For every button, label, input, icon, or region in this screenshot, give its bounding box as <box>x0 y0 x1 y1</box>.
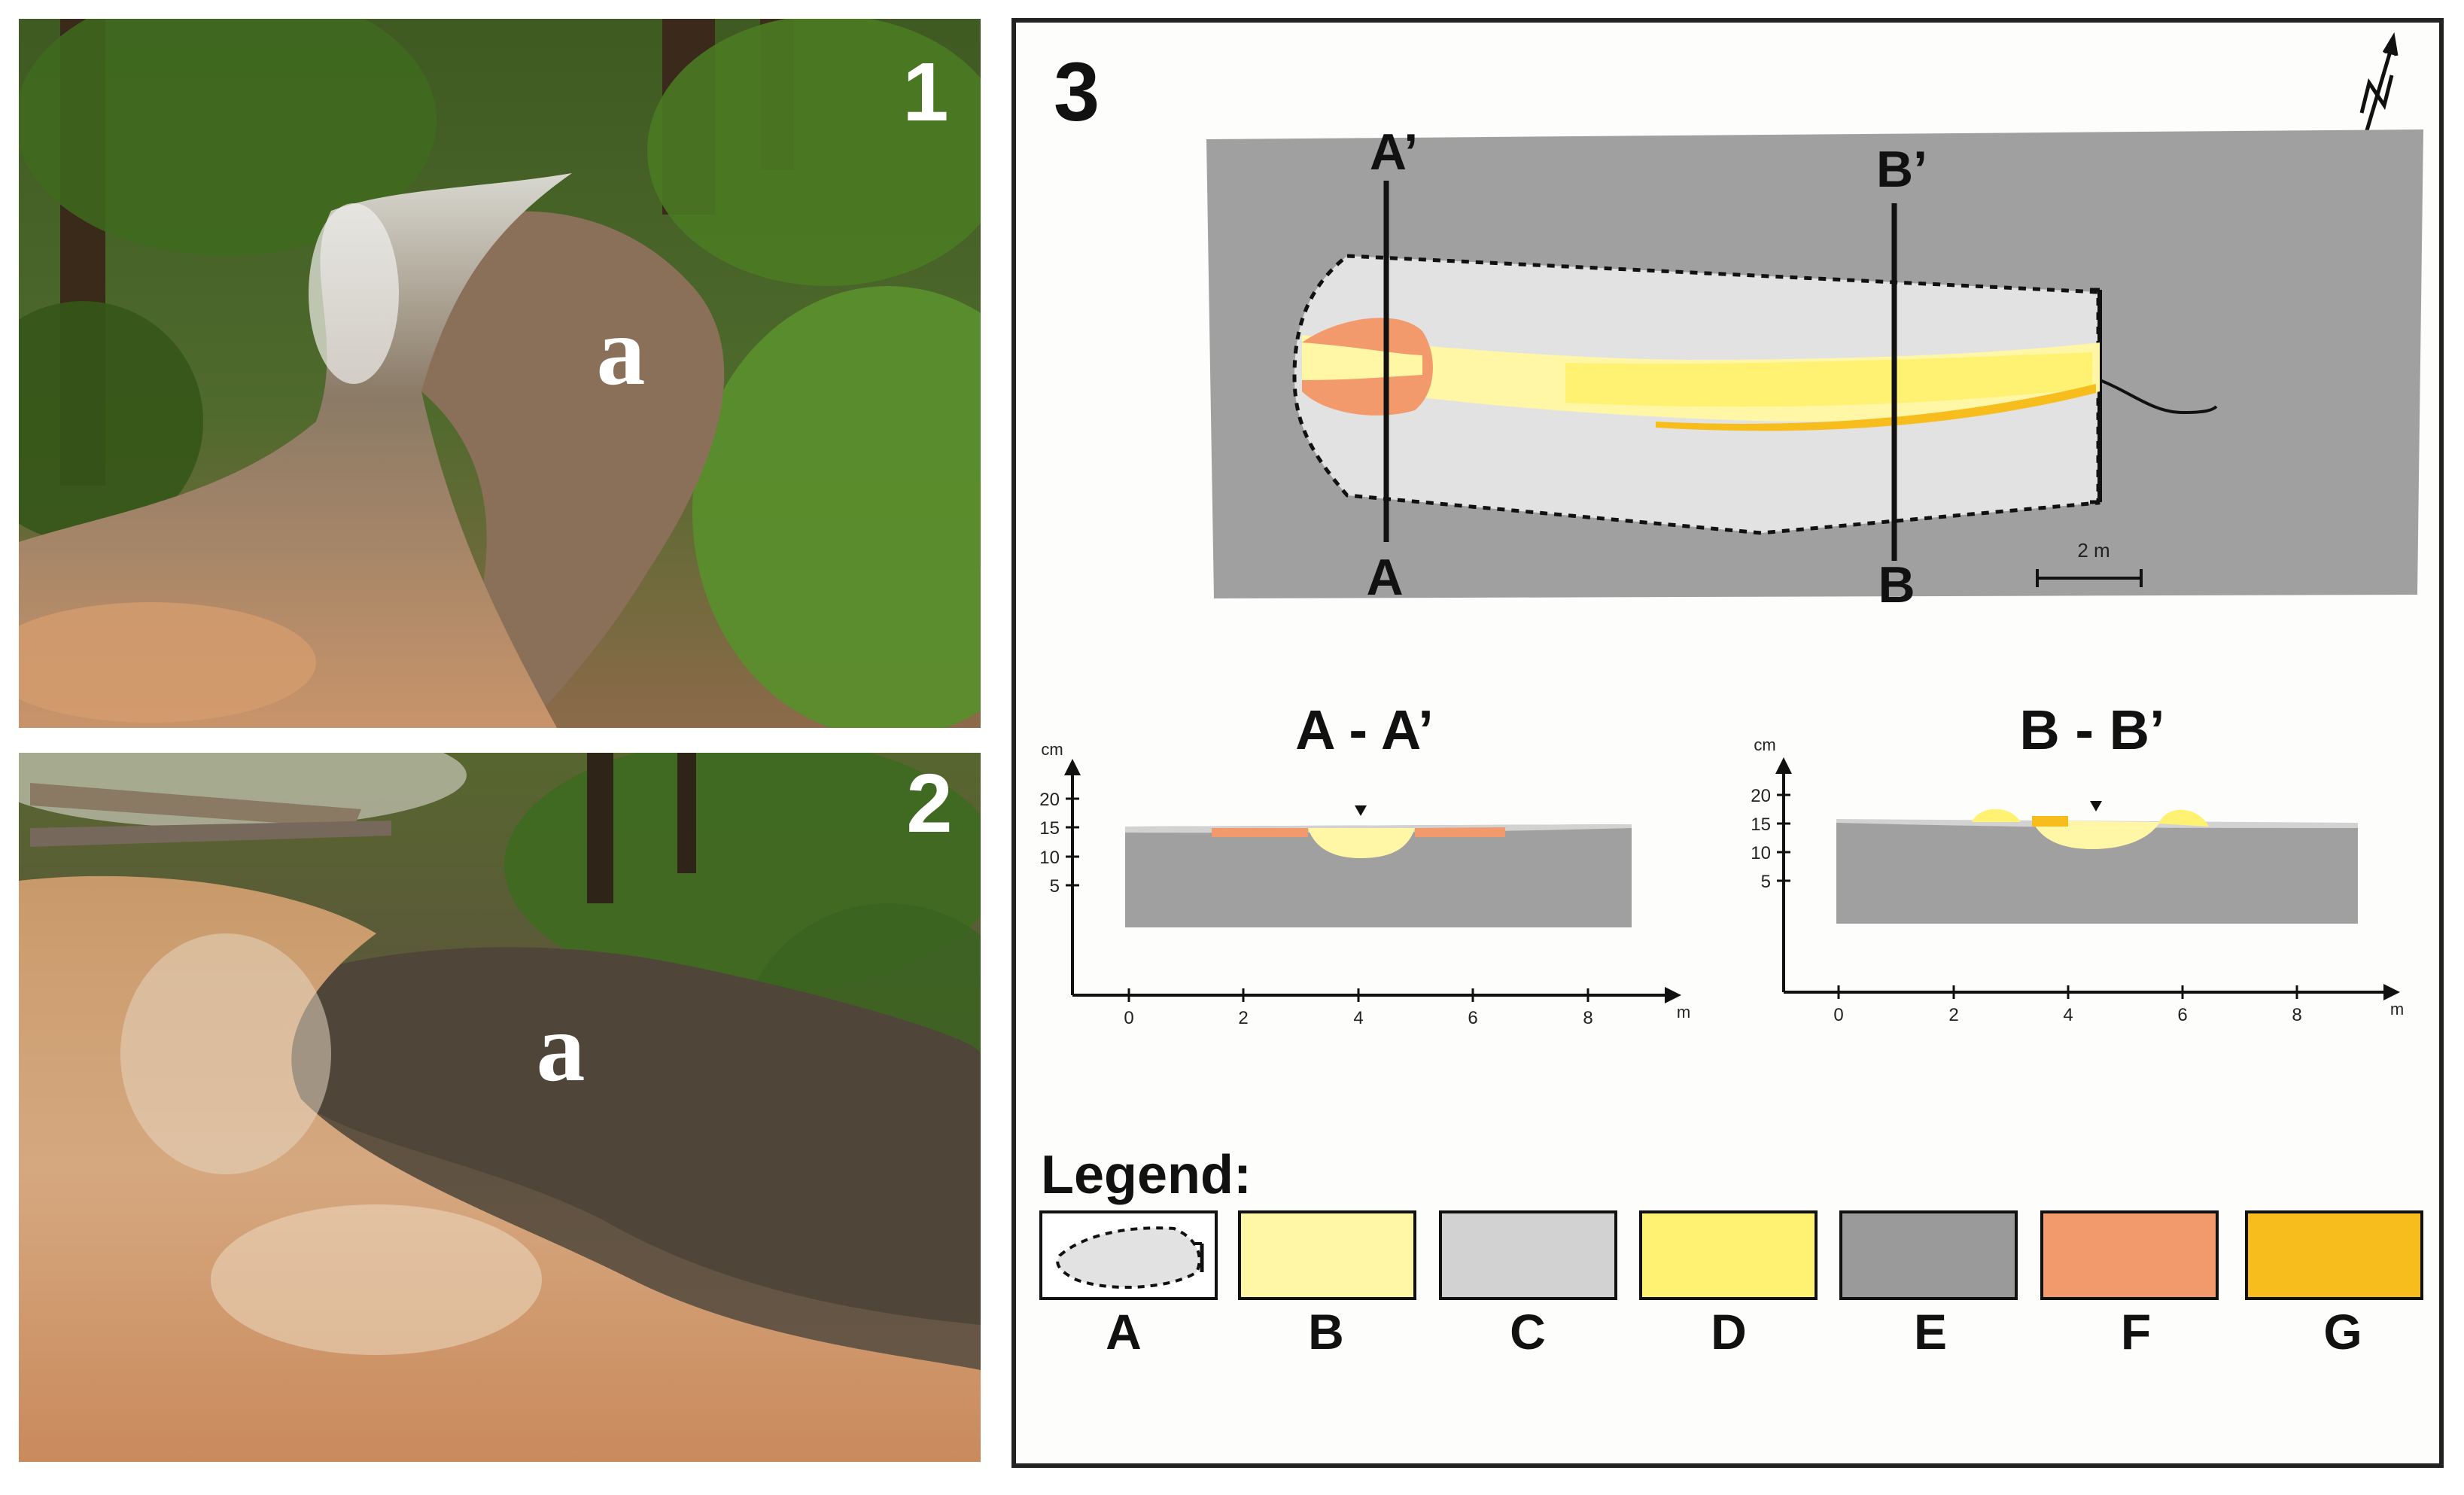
section-label-a-prime: A’ <box>1370 123 1418 181</box>
photo-2: 2 a <box>19 753 981 1462</box>
legend: Legend: A B C D E F G <box>1039 1145 2423 1360</box>
legend-swatch-g <box>2245 1210 2423 1300</box>
photo-2-bank-label: a <box>537 994 586 1102</box>
profile-a-x-tick: 6 <box>1468 1008 1477 1028</box>
profile-a-x-unit: m <box>1677 1003 1690 1022</box>
profile-a-y-tick: 20 <box>1039 790 1060 810</box>
profile-a-x-tick: 2 <box>1238 1008 1248 1028</box>
photo-1: 1 a <box>19 19 981 728</box>
panel-3-number: 3 <box>1054 46 1100 139</box>
legend-label-a: A <box>1106 1304 1142 1360</box>
profile-b-x-tick: 6 <box>2177 1005 2187 1025</box>
profile-b-y-tick: 10 <box>1751 843 1771 863</box>
photo-2-number: 2 <box>906 757 952 850</box>
legend-swatch-e <box>1839 1210 2018 1300</box>
section-label-b: B <box>1878 556 1915 614</box>
profile-a: A - A’ cm m 20 15 10 5 0 <box>1039 699 1690 1028</box>
profile-b-y-tick: 5 <box>1761 872 1771 892</box>
section-label-a: A <box>1366 549 1403 606</box>
photo-1-number: 1 <box>902 46 948 139</box>
profile-b-y-tick: 20 <box>1751 786 1771 806</box>
legend-swatch-d <box>1639 1210 1818 1300</box>
profile-b-x-unit: m <box>2390 1000 2404 1018</box>
legend-label-f: F <box>2121 1304 2151 1360</box>
profile-a-x-tick: 0 <box>1124 1008 1133 1028</box>
profile-b-title: B - B’ <box>2019 699 2164 761</box>
profile-b-y-unit: cm <box>1754 735 1775 754</box>
legend-label-b: B <box>1308 1304 1344 1360</box>
profile-a-y-ticks: 20 15 10 5 <box>1039 790 1079 897</box>
profile-b-x-tick: 4 <box>2063 1005 2073 1025</box>
photo-1-bank-label: a <box>597 297 646 406</box>
profile-b-x-tick: 0 <box>1833 1005 1843 1025</box>
profile-b-x-tick: 8 <box>2292 1005 2301 1025</box>
profile-b-x-ticks: 0 2 4 6 8 <box>1833 985 2302 1025</box>
scale-bar-label: 2 m <box>2077 539 2110 562</box>
profile-a-x-ticks: 0 2 4 6 8 <box>1124 988 1593 1028</box>
legend-label-d: D <box>1711 1304 1747 1360</box>
section-label-b-prime: B’ <box>1876 141 1927 198</box>
profile-a-y-tick: 10 <box>1039 848 1060 868</box>
legend-label-c: C <box>1510 1304 1546 1360</box>
legend-title: Legend: <box>1041 1145 1252 1205</box>
legend-label-g: G <box>2323 1304 2362 1360</box>
plan-view <box>1206 129 2423 598</box>
profile-a-title: A - A’ <box>1295 699 1434 761</box>
profile-a-x-tick: 4 <box>1353 1008 1363 1028</box>
legend-label-e: E <box>1914 1304 1947 1360</box>
profile-b-x-tick: 2 <box>1948 1005 1958 1025</box>
profile-a-y-unit: cm <box>1041 740 1063 759</box>
legend-swatch-a-shape <box>1056 1226 1201 1289</box>
profile-b: B - B’ cm m 20 15 10 5 0 <box>1751 699 2404 1025</box>
north-arrow-icon <box>2359 32 2399 144</box>
profile-a-y-tick: 5 <box>1050 876 1060 897</box>
legend-swatch-c <box>1439 1210 1617 1300</box>
legend-swatch-b <box>1238 1210 1416 1300</box>
profile-b-y-ticks: 20 15 10 5 <box>1751 786 1790 892</box>
profile-b-y-tick: 15 <box>1751 814 1771 835</box>
legend-swatch-f <box>2040 1210 2219 1300</box>
profile-a-x-tick: 8 <box>1583 1008 1592 1028</box>
profile-a-y-tick: 15 <box>1039 818 1060 839</box>
